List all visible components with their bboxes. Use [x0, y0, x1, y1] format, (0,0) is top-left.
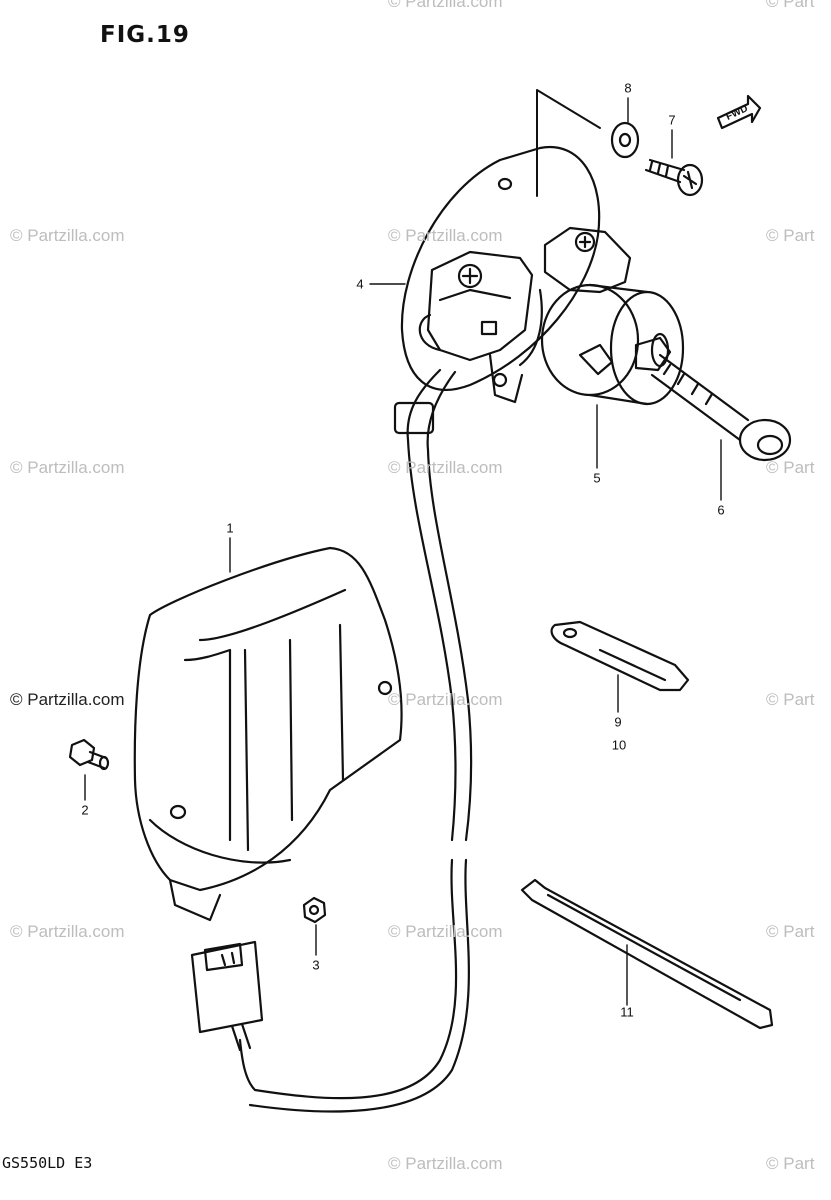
- watermark: © Partzilla.com: [388, 0, 503, 11]
- callout-9: 9: [614, 714, 622, 730]
- pickup-base-plate-part: [400, 145, 601, 391]
- watermark: © Partzilla.com: [388, 458, 503, 477]
- callout-8: 8: [624, 80, 632, 96]
- watermark: © Partzilla.com: [388, 226, 503, 245]
- watermark: © Part: [766, 690, 815, 709]
- watermark: © Partzilla.com: [388, 922, 503, 941]
- callout-4: 4: [356, 276, 364, 292]
- pickup-coil-part: [418, 250, 534, 404]
- governor-bolt-part: [634, 336, 792, 462]
- watermark: © Partzilla.com: [10, 922, 125, 941]
- wire-harness: [238, 368, 473, 1113]
- watermark: © Part: [766, 0, 815, 11]
- callout-6: 6: [717, 502, 725, 518]
- coupler-part: [190, 940, 264, 1052]
- watermark: © Partzilla.com: [10, 458, 125, 477]
- figure-title: FIG.19: [100, 22, 190, 48]
- watermark: © Partzilla.com: [388, 690, 503, 709]
- watermark: © Partzilla.com: [388, 1154, 503, 1173]
- cable-tie-part: [520, 878, 774, 1030]
- governor-part: [540, 226, 685, 406]
- callout-2: 2: [81, 802, 89, 818]
- watermark: © Partzilla.com: [10, 226, 125, 245]
- screw-part: [644, 158, 704, 197]
- watermark: © Part: [766, 922, 815, 941]
- callout-10: 10: [611, 737, 627, 753]
- callout-1: 1: [226, 520, 234, 536]
- reference-line: [536, 89, 601, 197]
- bolt-part: [68, 738, 110, 771]
- fwd-direction-arrow: [716, 94, 762, 130]
- watermark: © Part: [766, 1154, 815, 1173]
- watermark: © Partzilla.com: [10, 690, 125, 709]
- callout-11: 11: [620, 1004, 634, 1020]
- model-code: GS550LD E3: [2, 1154, 93, 1172]
- washer-part: [610, 121, 640, 159]
- watermark: © Part: [766, 458, 815, 477]
- callout-5: 5: [593, 470, 601, 486]
- callout-7: 7: [668, 112, 676, 128]
- nut-part: [302, 896, 327, 924]
- igniter-unit-part: [133, 546, 403, 922]
- callout-3: 3: [312, 957, 320, 973]
- bracket-part: [550, 620, 690, 692]
- watermark: © Part: [766, 226, 815, 245]
- leader-lines: [84, 97, 722, 1006]
